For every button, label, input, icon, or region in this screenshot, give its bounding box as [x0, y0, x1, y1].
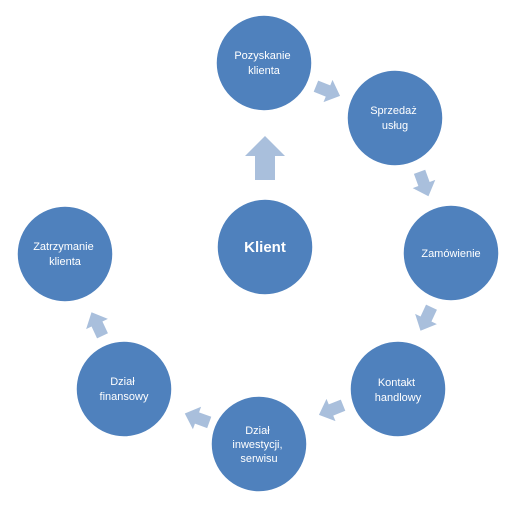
node-pozyskanie-klienta-line-2: klienta	[248, 65, 281, 77]
node-kontakt-handlowy-line-2: handlowy	[375, 392, 422, 404]
node-sprzedaz-uslug-line-1: Sprzedaż	[370, 105, 416, 117]
center-node-label: Klient	[244, 239, 286, 256]
node-zatrzymanie-klienta-line-2: klienta	[49, 256, 82, 268]
node-dzial-inwestycji-serwisu: Dział inwestycji, serwisu	[210, 395, 308, 493]
node-zatrzymanie-klienta: Zatrzymanie klienta	[16, 205, 114, 303]
node-pozyskanie-klienta: Pozyskanie klienta	[215, 14, 313, 112]
svg-text:Dział inwestycji,: Dział inwestycji, serwisu	[232, 425, 285, 465]
node-pozyskanie-klienta-line-1: Pozyskanie	[234, 50, 290, 62]
center-node-klient: Klient	[216, 198, 314, 296]
arrow-zamowienie-to-kontakt	[415, 304, 437, 331]
node-dzial-inwestycji-line-3: serwisu	[240, 453, 277, 465]
svg-text:Zatrzymanie klienta: Zatrzymanie klienta	[33, 241, 97, 268]
svg-text:Kontakt handlowy: Kontakt handlowy	[375, 377, 422, 404]
node-dzial-finansowy: Dział finansowy	[75, 340, 173, 438]
svg-text:Pozyskanie klienta: Pozyskanie klienta	[234, 50, 293, 77]
node-zatrzymanie-klienta-line-1: Zatrzymanie	[33, 241, 94, 253]
arrow-sprzedaz-to-zamowienie	[412, 169, 436, 197]
svg-text:Dział finansowy: Dział finansowy	[100, 376, 149, 403]
node-sprzedaz-uslug: Sprzedaż usług	[346, 69, 444, 167]
arrow-finansowy-to-zatrzymanie	[86, 312, 108, 339]
node-dzial-finansowy-line-2: finansowy	[100, 391, 149, 403]
node-zamowienie-line-1: Zamówienie	[421, 248, 480, 260]
node-dzial-finansowy-line-1: Dział	[110, 376, 135, 388]
node-kontakt-handlowy: Kontakt handlowy	[349, 340, 447, 438]
arrow-kontakt-to-dzial-inwestycji	[318, 398, 346, 422]
node-dzial-inwestycji-line-2: inwestycji,	[232, 439, 282, 451]
svg-text:Zamówienie: Zamówienie	[421, 248, 480, 260]
arrow-pozyskanie-to-sprzedaz	[313, 79, 341, 103]
node-dzial-inwestycji-line-1: Dział	[245, 425, 270, 437]
node-zamowienie: Zamówienie	[402, 204, 500, 302]
arrow-center-to-pozyskanie	[245, 136, 285, 180]
node-sprzedaz-uslug-line-2: usług	[382, 120, 408, 132]
arrow-dzial-inwestycji-to-finansowy	[184, 406, 212, 430]
svg-text:Sprzedaż usług: Sprzedaż usług	[370, 105, 420, 132]
node-kontakt-handlowy-line-1: Kontakt	[378, 377, 415, 389]
